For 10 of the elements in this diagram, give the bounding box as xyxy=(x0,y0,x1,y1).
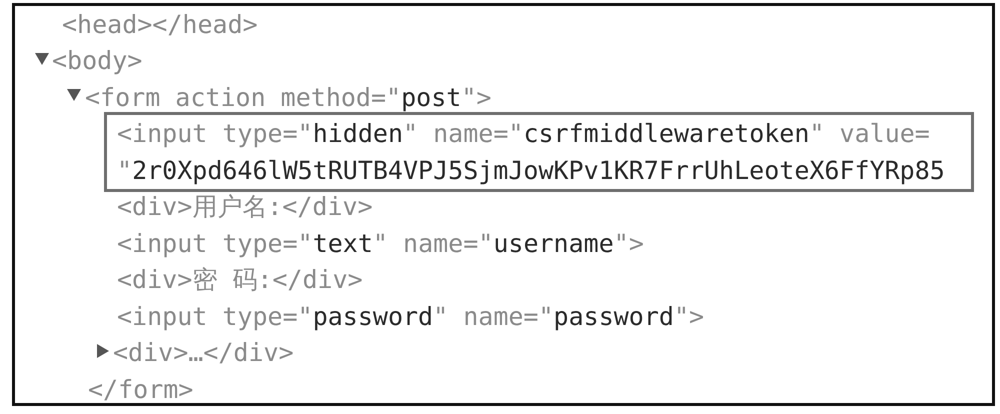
code-line: <form action method="post"> xyxy=(85,82,492,114)
highlight-box: <input type="hidden" name="csrfmiddlewaretoken" value= "2r0Xpd646lW5tRUTB4VPJ5SjmJowKPv1KR7FrrUhLeoteX6FfYRp85 xyxy=(104,112,974,192)
code-line: <div>用户名:</div> xyxy=(117,191,373,223)
code-line: <div>…</div> xyxy=(113,337,294,369)
code-line: <input type="text" name="username"> xyxy=(117,228,644,260)
code-line: <div>密 码:</div> xyxy=(117,264,363,296)
code-line: <head></head> xyxy=(62,8,258,40)
code-line: <input type="password" name="password"> xyxy=(117,300,704,332)
code-line: </form> xyxy=(88,374,194,406)
code-line: <body> xyxy=(52,45,142,77)
